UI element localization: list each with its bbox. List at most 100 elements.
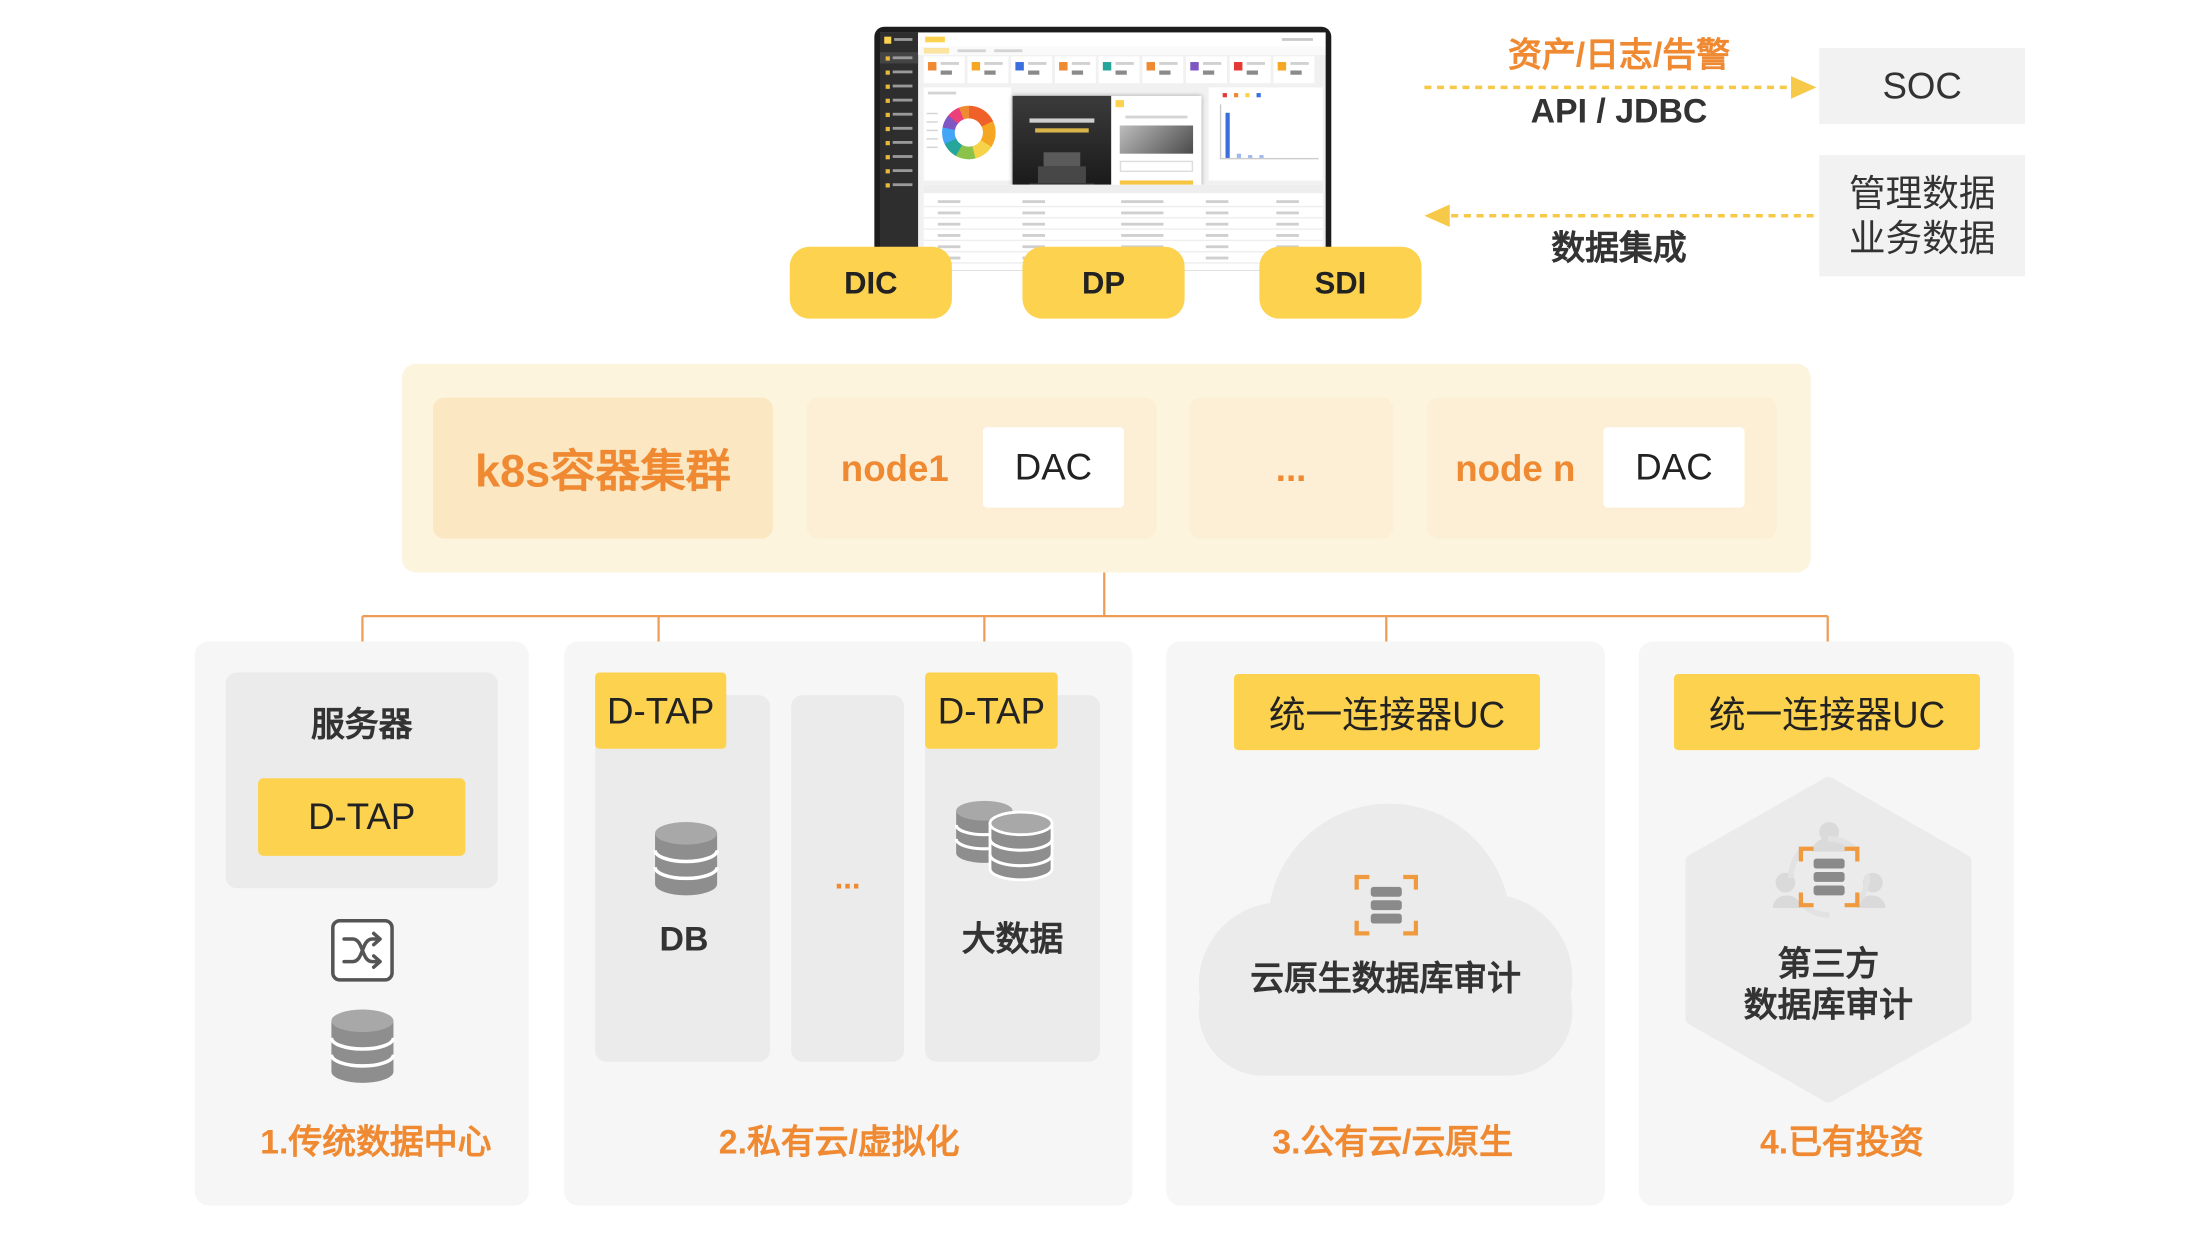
- metric-card-icon: [1233, 62, 1243, 71]
- dashboard-table-cell: [1276, 245, 1299, 249]
- dashboard-sidebar-item: [880, 80, 918, 91]
- dashboard-table-cell: [1121, 211, 1164, 215]
- unified-connector-box: 统一连接器UC: [1673, 673, 1981, 751]
- panel-caption: 3.公有云/云原生: [1272, 1123, 1513, 1162]
- dashboard-logo: [884, 36, 892, 44]
- dashboard-sidebar-item: [880, 165, 918, 176]
- dashboard-table-cell: [1022, 200, 1046, 204]
- sidebar-item-icon: [885, 140, 890, 146]
- connector-label: 统一连接器UC: [1708, 692, 1946, 736]
- metric-card-value: [1202, 70, 1215, 75]
- third-party-label-line: 数据库审计: [1743, 986, 1914, 1026]
- metric-card-value: [1028, 70, 1040, 75]
- db-label: DB: [659, 920, 709, 959]
- dashboard-sidebar-item: [880, 123, 918, 134]
- sidebar-item-icon: [885, 98, 890, 103]
- dac-label: DAC: [1014, 445, 1093, 488]
- sidebar-item-icon: [885, 112, 890, 118]
- dashboard-table-cell: [937, 234, 961, 237]
- outbound-protocol: API / JDBC: [1530, 93, 1708, 132]
- third-party-label-line: 第三方: [1777, 946, 1880, 985]
- metric-card-icon: [1102, 62, 1112, 71]
- dashboard-sidebar-item: [880, 66, 918, 77]
- laptop-screenshot: [874, 26, 1332, 271]
- metric-card-icon: [1015, 62, 1024, 71]
- dashboard-screen: [880, 32, 1326, 271]
- metric-card-icon: [971, 62, 981, 71]
- big-data-icon: [954, 800, 1054, 882]
- product-pill-dic: DIC: [789, 246, 952, 319]
- metric-card-icon: [927, 62, 937, 71]
- dtap-agent-box: D-TAP: [925, 672, 1058, 749]
- sidebar-item-icon: [885, 183, 890, 188]
- data-source-box: 管理数据 业务数据: [1819, 155, 2026, 277]
- dashboard-sidebar-item: [880, 109, 918, 120]
- metric-card-title: [1115, 62, 1134, 65]
- ellipsis-column: ...: [791, 695, 904, 1062]
- outbound-flow-arrow: [1424, 76, 1817, 99]
- dashboard-table-cell: [1276, 222, 1299, 226]
- sidebar-item-text: [892, 126, 913, 130]
- dashboard-table-cell: [937, 222, 961, 226]
- sidebar-item-text: [892, 84, 913, 88]
- dashboard-user-menu: [1281, 38, 1313, 41]
- unified-connector-box: 统一连接器UC: [1233, 673, 1541, 751]
- k8s-cluster-title: k8s容器集群: [432, 397, 773, 539]
- metric-card-title: [984, 62, 1003, 65]
- metric-card-icon: [1277, 62, 1287, 71]
- soc-box: SOC: [1819, 47, 2026, 125]
- dashboard-sidebar-item: [880, 179, 918, 190]
- metric-card-value: [1071, 70, 1084, 75]
- panel-caption: 4.已有投资: [1759, 1123, 1924, 1162]
- metric-card-value: [1290, 70, 1302, 75]
- dashboard-bar: [1225, 112, 1230, 158]
- cluster-node-ellipsis: ...: [1188, 397, 1394, 539]
- dashboard-table-cell: [1205, 234, 1229, 237]
- sidebar-item-icon: [885, 155, 890, 160]
- dashboard-logo-text: [894, 38, 913, 41]
- sidebar-item-icon: [885, 169, 890, 174]
- dashboard-table-cell: [937, 200, 961, 204]
- dtap-agent-box: D-TAP: [595, 672, 727, 749]
- sidebar-item-text: [892, 112, 913, 116]
- dashboard-table-row: [923, 217, 1323, 219]
- sidebar-item-text: [892, 70, 913, 74]
- dashboard-sidebar-item: [880, 94, 918, 105]
- dtap-agent-box: D-TAP: [258, 778, 466, 856]
- dashboard-table-cell: [1121, 245, 1164, 249]
- metric-card-value: [1246, 70, 1258, 75]
- dashboard-table-row: [923, 228, 1323, 230]
- dac-agent-box: DAC: [1603, 427, 1745, 508]
- dashboard-sidebar: [880, 32, 919, 271]
- dashboard-table-cell: [1205, 200, 1229, 204]
- third-party-audit-icon: [1772, 822, 1886, 918]
- dashboard-donut-panel: [923, 87, 1012, 181]
- metric-card-icon: [1059, 62, 1068, 71]
- metric-card-title: [1246, 62, 1266, 65]
- dtap-label: D-TAP: [607, 688, 715, 732]
- dashboard-sidebar-item: [880, 52, 919, 64]
- dashboard-table-cell: [937, 245, 961, 249]
- dashboard-active-tab: [923, 47, 950, 54]
- metric-card-title: [1071, 62, 1091, 65]
- metric-card-value: [1115, 70, 1127, 75]
- dashboard-donut-chart: [942, 105, 996, 160]
- product-pill-sdi: SDI: [1259, 246, 1422, 319]
- dashboard-table-cell: [1022, 234, 1046, 237]
- metric-card-title: [1028, 62, 1047, 65]
- panel-caption: 2.私有云/虚拟化: [718, 1123, 960, 1162]
- dashboard-table-cell: [1205, 211, 1229, 215]
- data-source-line: 管理数据: [1848, 172, 1996, 215]
- dashboard-table-cell: [1276, 200, 1299, 204]
- dashboard-bar-chart-panel: [1208, 87, 1323, 181]
- dashboard-metric-cards: [880, 32, 1326, 88]
- popup-photo: [1119, 125, 1194, 154]
- dashboard-table-cell: [1022, 245, 1046, 249]
- dashboard-table-cell: [1205, 256, 1229, 260]
- dashboard-table-cell: [1205, 222, 1229, 226]
- dashboard-table-row: [923, 239, 1323, 242]
- dashboard-table-row: [923, 205, 1323, 208]
- sidebar-item-icon: [885, 70, 890, 75]
- dashboard-table-cell: [1276, 234, 1299, 237]
- dashboard-table-cell: [1022, 222, 1046, 226]
